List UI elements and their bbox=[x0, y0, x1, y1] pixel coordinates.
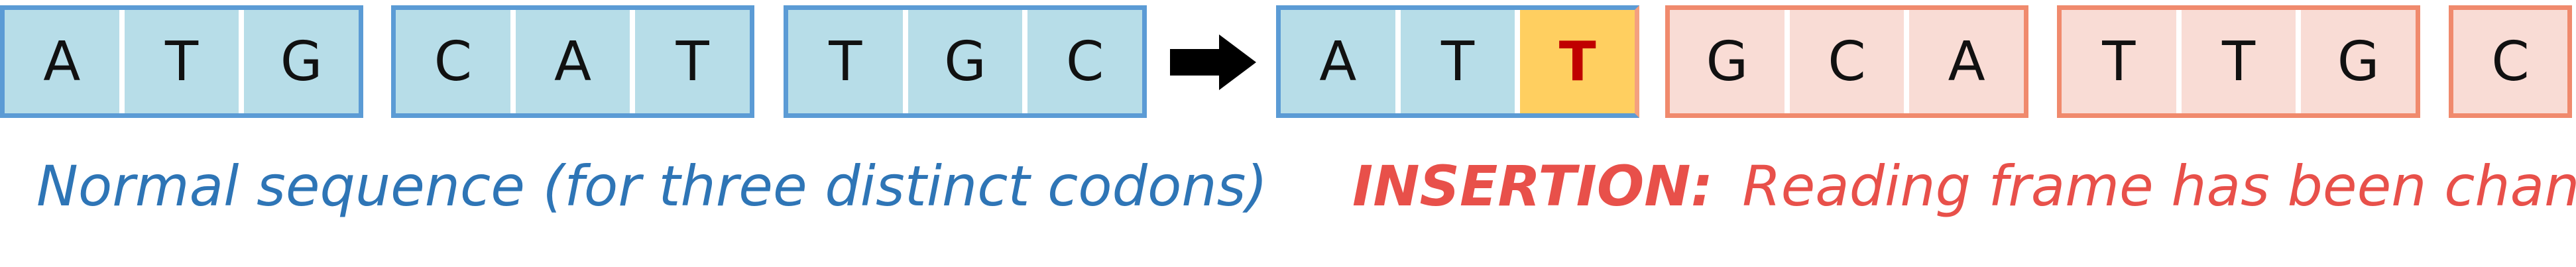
base: G bbox=[239, 10, 359, 113]
base: G bbox=[902, 10, 1023, 113]
base: T bbox=[2176, 10, 2296, 113]
normal-caption: Normal sequence (for three distinct codo… bbox=[36, 154, 1268, 219]
inserted-base: T bbox=[1515, 10, 1635, 113]
base: C bbox=[1784, 10, 1904, 113]
base: G bbox=[2296, 10, 2416, 113]
insertion-caption: INSERTION: Reading frame has been changed bbox=[1352, 154, 2576, 219]
normal-codon-3: T G C bbox=[784, 5, 1147, 118]
insertion-text: Reading frame has been changed bbox=[1742, 154, 2576, 219]
mutated-codon-3: T T G bbox=[2057, 5, 2420, 118]
base: T bbox=[630, 10, 750, 113]
base: T bbox=[829, 30, 862, 93]
base: C bbox=[2491, 30, 2530, 93]
normal-codon-1: A T G bbox=[0, 5, 363, 118]
insertion-label: INSERTION: bbox=[1352, 154, 1714, 219]
base: A bbox=[510, 10, 630, 113]
base: T bbox=[2102, 30, 2136, 93]
normal-codon-2: C A T bbox=[391, 5, 754, 118]
mutated-codon-1: A T T bbox=[1276, 5, 1639, 118]
base: A bbox=[1904, 10, 2024, 113]
mutated-codon-4: C bbox=[2449, 5, 2572, 118]
base: T bbox=[1395, 10, 1515, 113]
base: G bbox=[1706, 30, 1749, 93]
base: A bbox=[43, 30, 81, 93]
base: C bbox=[434, 30, 472, 93]
base: T bbox=[119, 10, 239, 113]
base: A bbox=[1319, 30, 1357, 93]
right-arrow-icon bbox=[1170, 34, 1256, 90]
base: C bbox=[1022, 10, 1142, 113]
mutated-codon-2: G C A bbox=[1665, 5, 2028, 118]
